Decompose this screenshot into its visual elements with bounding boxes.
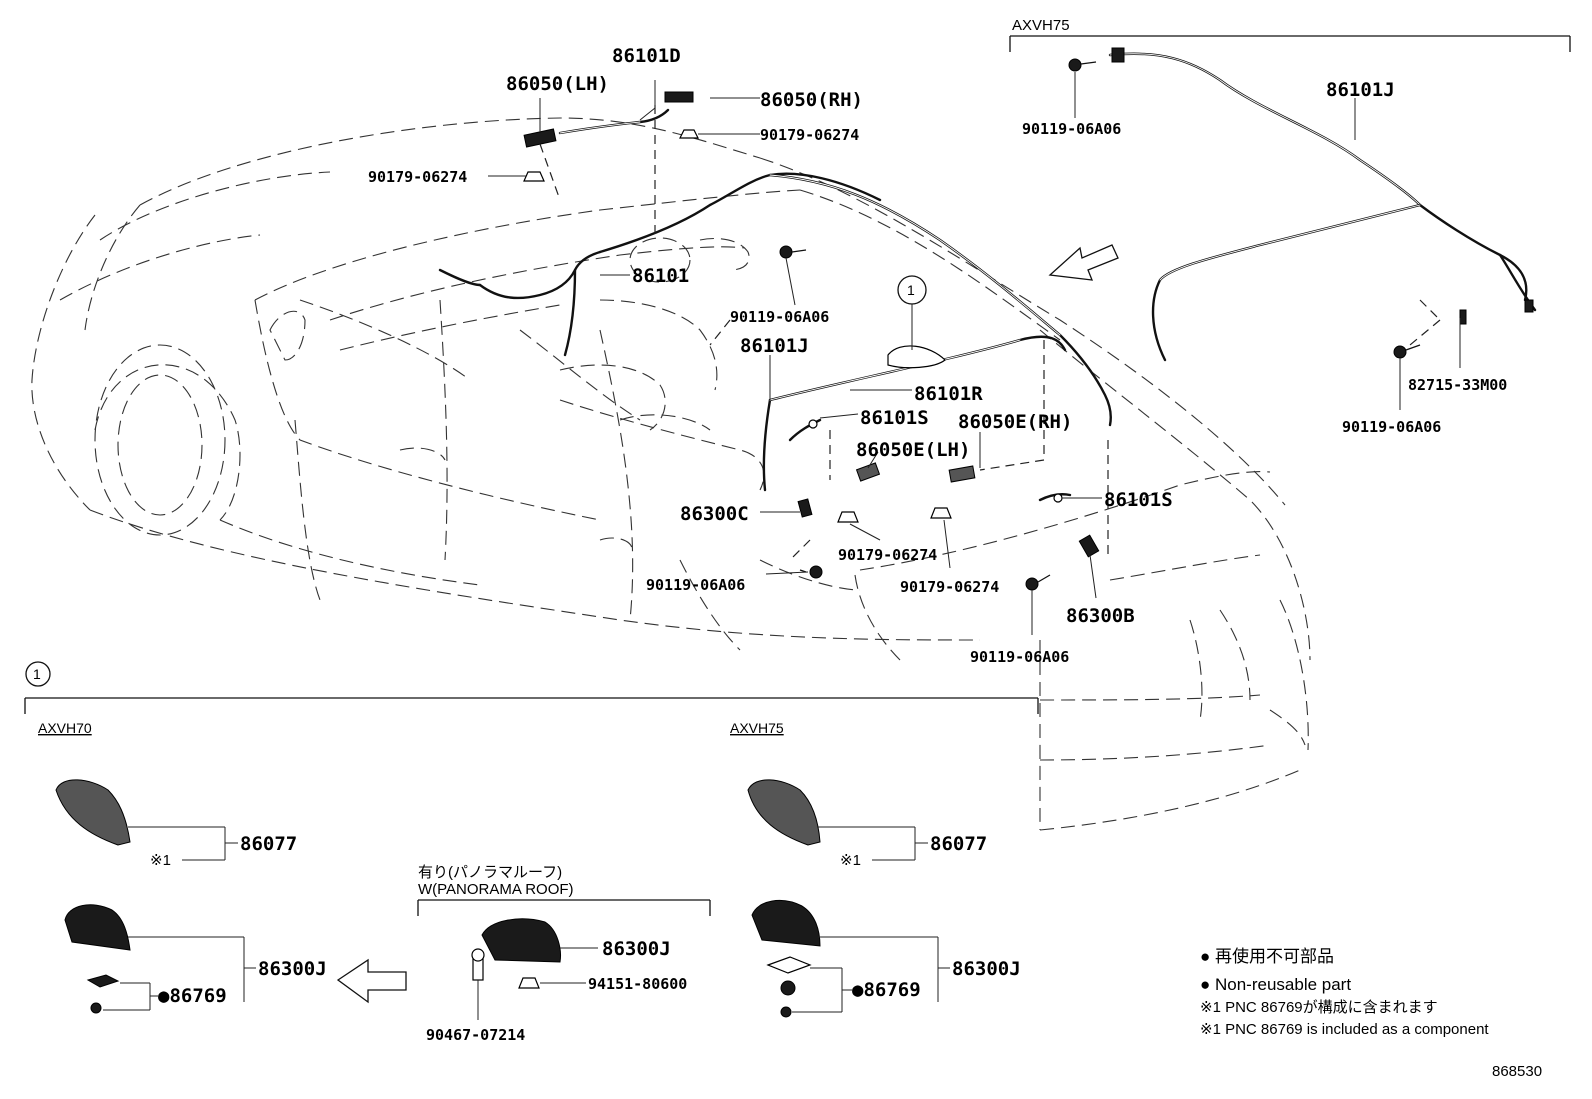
axvh75-86300j-label: 86300J (952, 958, 1021, 980)
label-86050e-lh: 86050E(LH) (856, 439, 970, 461)
label-86050-lh: 86050(LH) (506, 73, 609, 95)
diagram-id: 868530 (1492, 1063, 1542, 1080)
panorama-label-jp: 有り(パノラマルーフ) (418, 864, 562, 881)
axvh75-86077-label: 86077 (930, 833, 987, 855)
axvh75-86769-label: ●86769 (852, 979, 921, 1001)
part-labels-top: 86050(LH) 86101D 86050(RH) 90179-06274 9… (368, 45, 1507, 666)
legend-line-4: ※1 PNC 86769 is included as a component (1200, 1021, 1489, 1038)
legend-line-2: ● Non-reusable part (1200, 975, 1351, 994)
bottom-bracket (24, 697, 1039, 714)
top-variant-bracket (1009, 35, 1571, 52)
axvh75-note-ref: ※1 (840, 852, 861, 869)
panorama-label-en: W(PANORAMA ROOF) (418, 881, 574, 898)
label-86300c: 86300C (680, 503, 749, 525)
group-axvh75-bottom: AXVH75 86077 ※1 86300J ●86769 (730, 720, 1021, 1018)
leader-lines (488, 72, 1461, 635)
label-86101d: 86101D (612, 45, 681, 67)
label-90119-b: 90119-06A06 (646, 576, 745, 594)
assembly-dashed-lines (539, 105, 1441, 561)
panorama-90467-label: 90467-07214 (426, 1026, 525, 1044)
label-86101r: 86101R (914, 383, 983, 405)
label-82715: 82715-33M00 (1408, 376, 1507, 394)
legend: ● 再使用不可部品 ● Non-reusable part ※1 PNC 867… (1200, 946, 1489, 1038)
part-glyphs (523, 47, 1534, 591)
shark-fin-cover-86077-axvh70 (55, 779, 131, 846)
label-86101s-b: 86101S (1104, 489, 1173, 511)
label-86101j-top: 86101J (1326, 79, 1395, 101)
antenna-86300j-axvh75 (751, 899, 821, 947)
antenna-86300j-panorama (481, 918, 561, 963)
panorama-86300j-label: 86300J (602, 938, 671, 960)
label-90179-a: 90179-06274 (760, 126, 859, 144)
axvh75-bottom-label: AXVH75 (730, 720, 784, 736)
label-90119-a: 90119-06A06 (730, 308, 829, 326)
label-90119-right: 90119-06A06 (1342, 418, 1441, 436)
group-panorama-roof: 有り(パノラマルーフ) W(PANORAMA ROOF) 86300J 9415… (417, 864, 711, 1044)
panorama-94151-label: 94151-80600 (588, 975, 687, 993)
label-86101j-installed: 86101J (740, 335, 809, 357)
group-axvh70: AXVH70 86077 ※1 86300J ●86769 (38, 720, 327, 1014)
gasket-86769-axvh75 (766, 956, 812, 974)
axvh70-label: AXVH70 (38, 720, 92, 736)
axvh70-86077-label: 86077 (240, 833, 297, 855)
label-90179-c: 90179-06274 (838, 546, 937, 564)
label-86300b: 86300B (1066, 605, 1135, 627)
legend-line-3: ※1 PNC 86769が構成に含まれます (1200, 999, 1438, 1016)
label-86050e-rh: 86050E(RH) (958, 411, 1072, 433)
label-90119-top: 90119-06A06 (1022, 120, 1121, 138)
clip-94151 (518, 977, 540, 989)
callout-marker-roof: 1 (907, 282, 915, 298)
legend-line-1: ● 再使用不可部品 (1200, 946, 1334, 966)
axvh70-note-ref: ※1 (150, 852, 171, 869)
callout-marker-bottom: 1 (33, 666, 41, 682)
label-90179-d: 90179-06274 (900, 578, 999, 596)
label-90119-c: 90119-06A06 (970, 648, 1069, 666)
label-90179-b: 90179-06274 (368, 168, 467, 186)
label-86101s-a: 86101S (860, 407, 929, 429)
antenna-86300j-axvh70 (64, 904, 131, 951)
label-86101: 86101 (632, 265, 689, 287)
alternative-arrow-icon (336, 958, 407, 1004)
shark-fin-cover-86077-axvh75 (747, 779, 821, 846)
label-86050-rh: 86050(RH) (760, 89, 863, 111)
axvh70-86300j-label: 86300J (258, 958, 327, 980)
top-variant-label: AXVH75 (1012, 17, 1070, 34)
gasket-86769-axvh70 (86, 974, 120, 988)
vehicle-outline (31, 117, 1311, 831)
axvh70-86769-label: ●86769 (158, 985, 227, 1007)
direction-arrow-icon (1048, 244, 1119, 281)
